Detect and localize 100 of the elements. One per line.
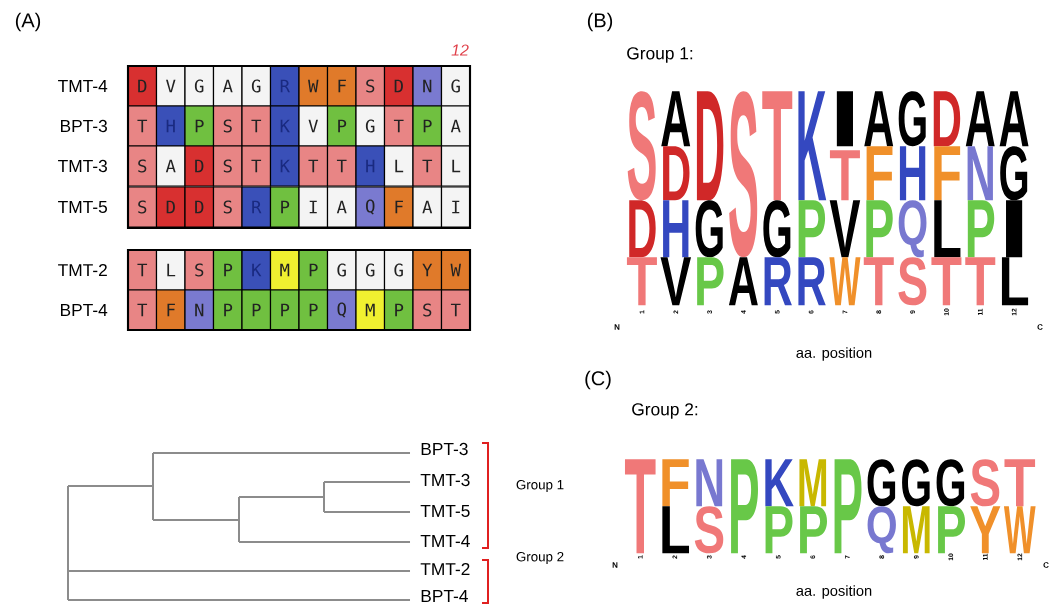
stacked-residue-letter: P [967, 200, 995, 258]
residue-cell: R [241, 186, 272, 228]
sequence-name: TMT-5 [58, 200, 107, 214]
stacked-residue-letter: N [696, 459, 723, 507]
stacked-residue-letter: L [1001, 257, 1029, 306]
residue-cell: A [440, 105, 471, 147]
residue-cell: D [184, 186, 215, 228]
residue-cell: T [241, 145, 272, 187]
residue-cell: A [412, 186, 443, 228]
stacked-residue-letter: A [999, 91, 1029, 147]
terminus-label: N [612, 562, 618, 568]
residue-cell: T [440, 289, 471, 331]
stacked-residue-letter: T [829, 150, 860, 201]
residue-cell: Y [412, 249, 443, 291]
stacked-residue-letter: P [765, 506, 793, 554]
stacked-residue-letter: F [662, 459, 689, 507]
residue-cell: I [440, 186, 471, 228]
stacked-residue-letter: A [728, 257, 758, 306]
stacked-residue-letter: F [934, 146, 961, 201]
position-number: 12 [451, 44, 469, 56]
residue-cell: D [155, 186, 186, 228]
residue-cell: P [212, 289, 243, 331]
residue-cell: I [298, 186, 329, 228]
residue-cell: D [184, 145, 215, 187]
stacked-residue-letter: T [762, 91, 793, 201]
residue-cell: G [184, 65, 215, 107]
stacked-residue-letter: F [866, 146, 893, 201]
panel-label: (A) [15, 12, 41, 32]
stacked-residue-letter: G [763, 200, 791, 258]
residue-cell: L [383, 145, 414, 187]
residue-cell: P [241, 289, 272, 331]
residue-cell: A [326, 186, 357, 228]
stacked-residue-letter: G [898, 91, 926, 147]
stacked-residue-letter: P [697, 257, 724, 306]
residue-cell: H [155, 105, 186, 147]
group-title: Group 2: [632, 403, 698, 419]
residue-cell: A [155, 145, 186, 187]
stacked-residue-letter: T [965, 257, 996, 306]
residue-cell: P [412, 105, 443, 147]
stacked-residue-letter: M [902, 506, 930, 554]
residue-cell: G [355, 105, 386, 147]
residue-cell: G [241, 65, 272, 107]
stacked-residue-letter: W [829, 257, 861, 306]
residue-cell: T [412, 145, 443, 187]
sequence-name: TMT-2 [58, 263, 107, 277]
stacked-residue-letter: T [626, 257, 657, 306]
residue-cell: H [355, 145, 386, 187]
leaf-name: BPT-3 [421, 442, 468, 456]
stacked-residue-letter: P [731, 459, 758, 554]
stacked-residue-letter: D [933, 91, 961, 147]
residue-cell: V [298, 105, 329, 147]
stacked-residue-letter: K [798, 91, 827, 201]
residue-cell: S [212, 186, 243, 228]
terminus-label: N [614, 324, 620, 330]
stacked-residue-letter: P [938, 506, 965, 554]
stacked-residue-letter: M [799, 459, 827, 507]
residue-cell: S [184, 249, 215, 291]
stacked-residue-letter: T [931, 257, 962, 306]
axis-label: aa. position [796, 585, 872, 599]
residue-cell: K [269, 105, 300, 147]
residue-cell: S [412, 289, 443, 331]
residue-cell: M [355, 289, 386, 331]
stacked-residue-letter: P [800, 506, 827, 554]
group-title: Group 1: [627, 47, 693, 63]
residue-cell: P [298, 249, 329, 291]
stacked-residue-letter: G [936, 459, 965, 507]
residue-cell: T [127, 105, 158, 147]
stacked-residue-letter: W [1003, 506, 1036, 554]
stacked-residue-letter: N [967, 146, 993, 201]
stacked-residue-letter: T [624, 459, 656, 554]
residue-cell: W [298, 65, 329, 107]
stacked-residue-letter: R [798, 257, 826, 306]
sequence-name: TMT-3 [58, 159, 107, 173]
leaf-name: TMT-3 [420, 473, 470, 487]
stacked-residue-letter: S [898, 257, 927, 306]
panel-label: (C) [585, 370, 611, 390]
stacked-residue-letter: S [970, 459, 1000, 507]
axis-label: aa. position [796, 347, 872, 361]
sequence-name: TMT-4 [58, 80, 108, 92]
residue-cell: F [155, 289, 186, 331]
residue-cell: Q [355, 186, 386, 228]
residue-cell: K [241, 249, 272, 291]
stacked-residue-letter: D [629, 200, 656, 258]
residue-cell: P [383, 289, 414, 331]
residue-cell: S [355, 65, 386, 107]
terminus-label: C [1043, 562, 1049, 568]
stacked-residue-letter: H [899, 146, 926, 201]
residue-cell: P [326, 105, 357, 147]
group-name: Group 2 [516, 551, 564, 565]
stacked-residue-letter: L [934, 200, 961, 258]
stacked-residue-letter: S [694, 506, 724, 554]
residue-cell: N [184, 289, 215, 331]
residue-cell: L [440, 145, 471, 187]
sequence-name: BPT-3 [61, 119, 107, 133]
residue-cell: T [326, 145, 357, 187]
stacked-residue-letter: A [965, 91, 995, 147]
stacked-residue-letter: G [1000, 146, 1028, 201]
residue-cell: P [184, 105, 215, 147]
stacked-residue-letter: S [627, 91, 656, 201]
terminus-label: C [1037, 324, 1043, 330]
